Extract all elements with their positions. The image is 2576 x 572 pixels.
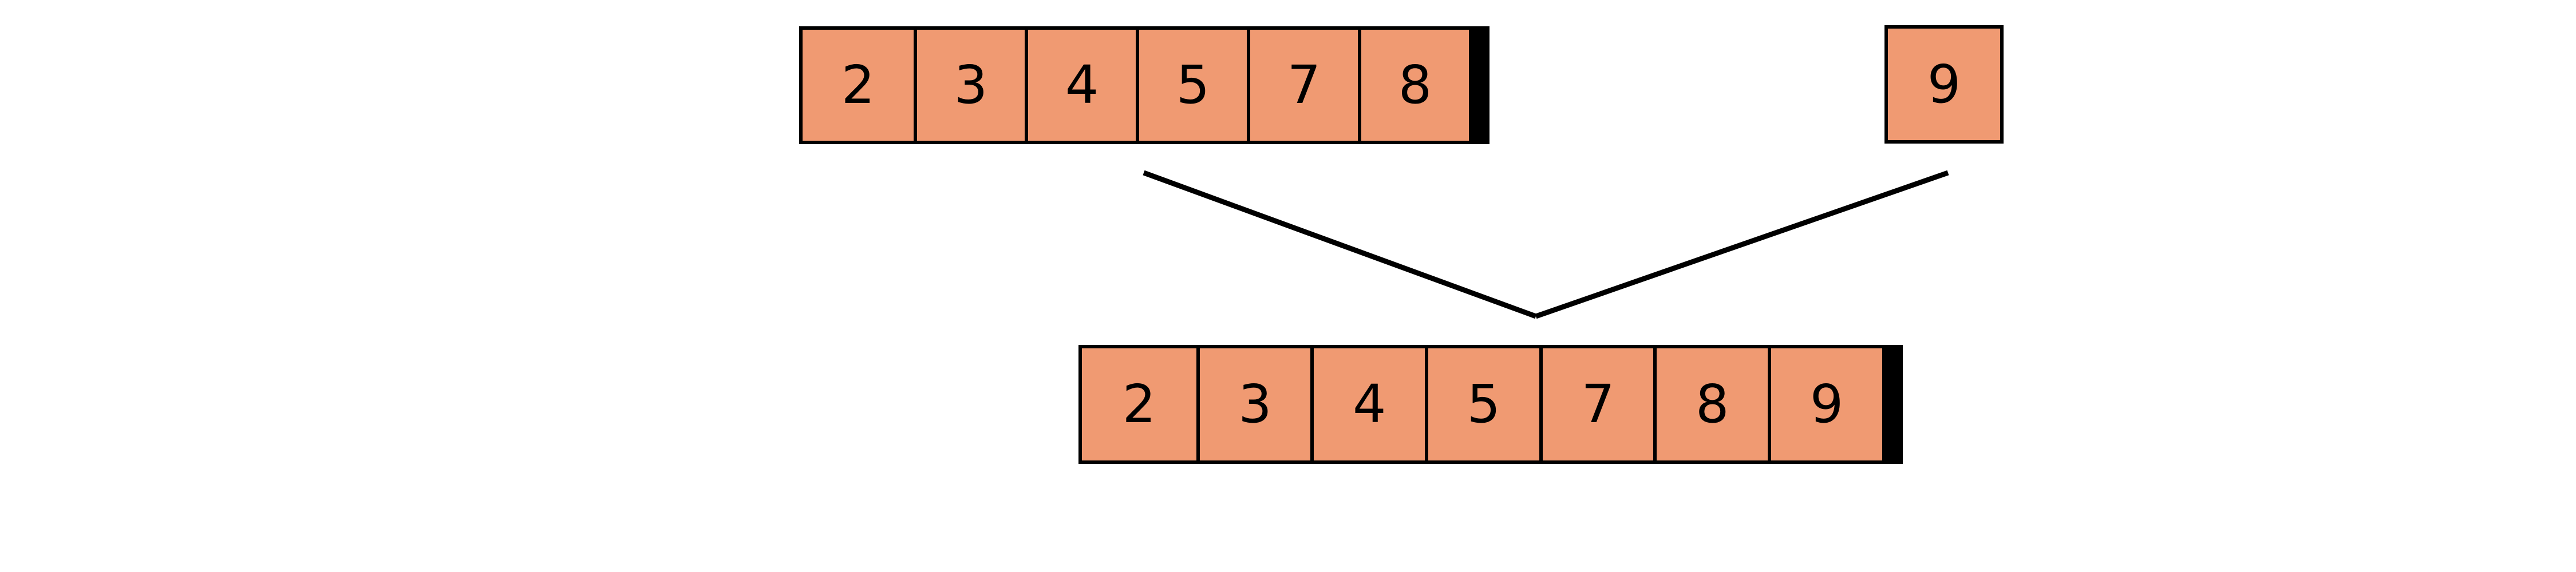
- array-cell[interactable]: 3: [1196, 348, 1311, 460]
- array-cell[interactable]: 4: [1025, 30, 1136, 141]
- array-cell[interactable]: 8: [1358, 30, 1469, 141]
- left-source-array: 2 3 4 5 7 8: [799, 26, 1490, 144]
- array-cell[interactable]: 5: [1425, 348, 1539, 460]
- array-cell[interactable]: 3: [914, 30, 1025, 141]
- array-cell[interactable]: 9: [1888, 29, 2000, 140]
- array-cell[interactable]: 2: [803, 30, 914, 141]
- array-cell[interactable]: 5: [1136, 30, 1247, 141]
- array-cell[interactable]: 8: [1653, 348, 1768, 460]
- array-cell[interactable]: 4: [1310, 348, 1425, 460]
- right-merge-line: [1535, 170, 1949, 319]
- merged-result-array: 2 3 4 5 7 8 9: [1078, 345, 1903, 464]
- right-source-array: 9: [1884, 25, 2004, 144]
- array-cell[interactable]: 9: [1768, 348, 1882, 460]
- array-cell[interactable]: 7: [1539, 348, 1654, 460]
- left-merge-line: [1143, 170, 1537, 319]
- array-cell[interactable]: 7: [1247, 30, 1358, 141]
- array-cell[interactable]: 2: [1082, 348, 1196, 460]
